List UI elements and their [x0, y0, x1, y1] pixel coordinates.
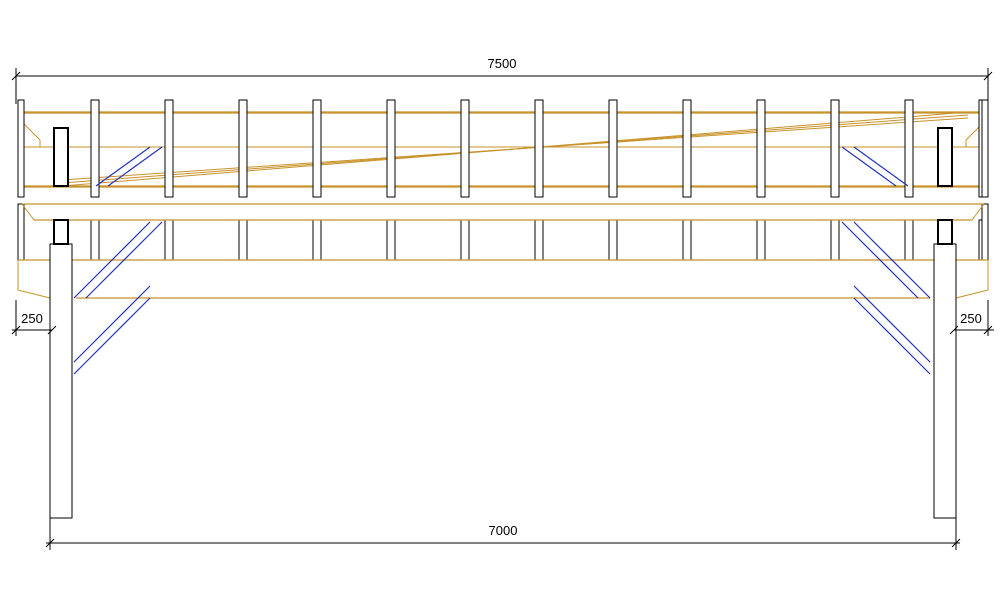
end-member-upper-right: [981, 99, 989, 198]
vertical-member-lower: [460, 219, 470, 261]
vertical-member-lower: [238, 219, 248, 261]
upper-rails: [21, 111, 985, 188]
vertical-member-lower: [608, 219, 618, 261]
brace-left: [73, 221, 151, 299]
brace-upper-right: [853, 146, 909, 187]
vertical-member-lower: [756, 219, 766, 261]
end-member-upper-left: [17, 99, 25, 198]
dimension-label-left-overhang: 250: [21, 311, 43, 326]
dimension-right-overhang: 250: [949, 300, 994, 336]
vertical-member-upper: [312, 99, 322, 198]
dimension-post-span: 7000: [45, 518, 961, 550]
vertical-member-lower: [164, 219, 174, 261]
dimension-overall-width: 7500: [11, 56, 993, 104]
diagonal-rafter-line: [61, 117, 969, 181]
post-right: [933, 243, 957, 519]
dimension-label-overall: 7500: [488, 56, 517, 71]
vertical-member-upper: [238, 99, 248, 198]
vertical-member-lower: [830, 219, 840, 261]
brace-upper-right: [841, 146, 897, 187]
vertical-member-upper: [682, 99, 692, 198]
beam-end-left: [17, 289, 51, 299]
vertical-member-lower: [386, 219, 396, 261]
vertical-member-lower: [90, 219, 100, 261]
vertical-member-upper: [904, 99, 914, 198]
vertical-member-lower: [682, 219, 692, 261]
brace-right: [841, 221, 919, 299]
brace-upper-left: [107, 146, 163, 187]
posts: [49, 127, 957, 519]
vertical-member-upper: [534, 99, 544, 198]
post-top-right: [937, 127, 953, 187]
dimension-label-post-span: 7000: [489, 523, 518, 538]
vertical-members: [17, 99, 989, 261]
vertical-member-upper: [608, 99, 618, 198]
diagonal-rafters: [61, 111, 969, 187]
brace-right: [853, 297, 931, 375]
vertical-member-upper: [386, 99, 396, 198]
brace-right: [853, 221, 931, 299]
vertical-member-lower: [534, 219, 544, 261]
brace-left: [73, 285, 151, 363]
end-member-lower-left: [17, 203, 25, 261]
vertical-member-upper: [460, 99, 470, 198]
lower-beams: [17, 203, 989, 299]
dimension-left-overhang: 250: [11, 300, 57, 336]
vertical-member-upper: [164, 99, 174, 198]
dimension-label-right-overhang: 250: [960, 311, 982, 326]
beam-end-right: [971, 203, 985, 221]
vertical-member-upper: [90, 99, 100, 198]
brace-left: [73, 297, 151, 375]
rail-end-chamfer-left: [21, 121, 41, 141]
end-member-lower-right: [981, 203, 989, 261]
post-top-left: [53, 127, 69, 187]
brace-left: [85, 221, 163, 299]
beam-end-right: [955, 289, 989, 299]
post-joint-left: [53, 219, 69, 245]
post-left: [49, 243, 73, 519]
post-joint-right: [937, 219, 953, 245]
beam-end-left: [21, 203, 35, 221]
vertical-member-upper: [756, 99, 766, 198]
bracing: [73, 146, 931, 375]
vertical-member-upper: [830, 99, 840, 198]
vertical-member-lower: [312, 219, 322, 261]
brace-upper-left: [95, 146, 151, 187]
vertical-member-lower: [904, 219, 914, 261]
brace-right: [853, 285, 931, 363]
